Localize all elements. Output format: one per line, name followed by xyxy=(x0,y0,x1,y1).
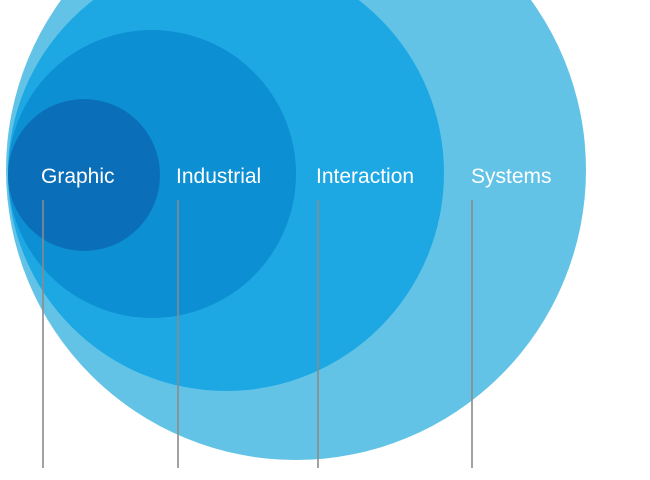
systems-label: Systems xyxy=(471,165,552,188)
industrial-label: Industrial xyxy=(176,165,261,188)
graphic-circle xyxy=(8,99,160,251)
interaction-label: Interaction xyxy=(316,165,414,188)
graphic-label: Graphic xyxy=(41,165,115,188)
